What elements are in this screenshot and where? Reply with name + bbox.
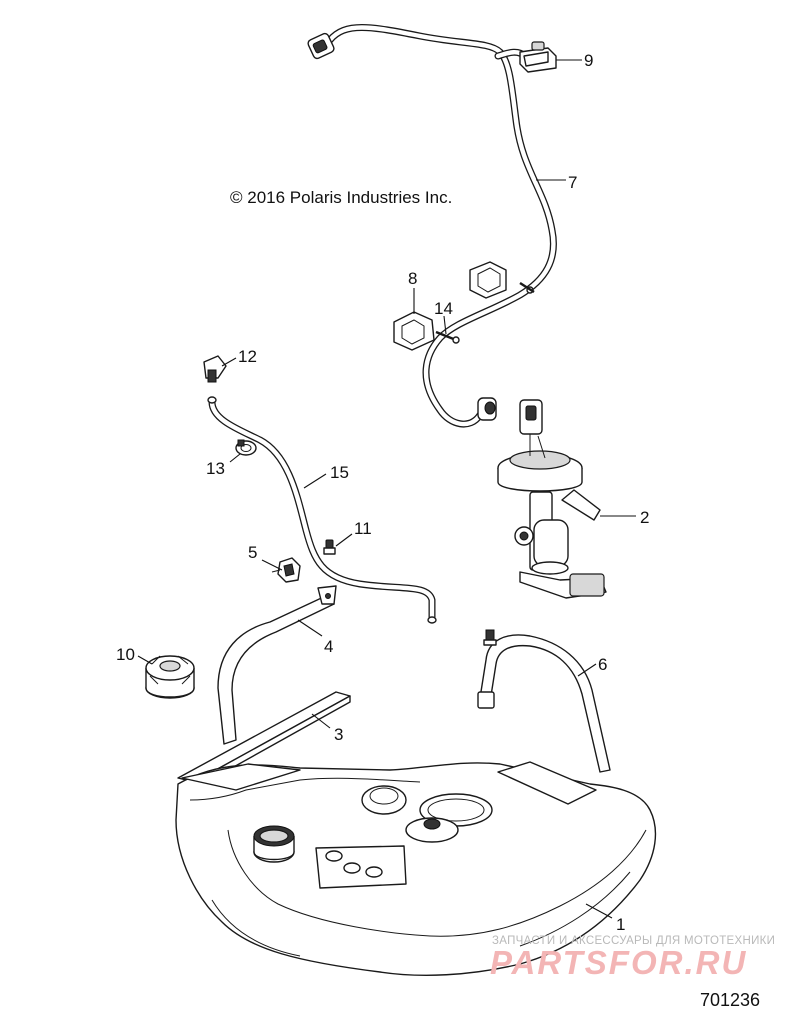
tank-strap-part-6 <box>477 629 611 773</box>
callout-1: 1 <box>585 903 625 934</box>
callout-15: 15 <box>303 463 349 489</box>
callout-label-4: 4 <box>324 637 333 656</box>
fuel-cap-part-10 <box>145 655 195 699</box>
callout-9: 9 <box>556 51 593 70</box>
callout-7: 7 <box>536 173 577 192</box>
watermark-logo: PARTSFOR.RU <box>490 944 748 981</box>
callout-label-10: 10 <box>116 645 135 664</box>
vent-fitting-part-12 <box>203 355 227 383</box>
harness-clip-part-8 <box>393 261 507 351</box>
tank-strap-part-4 <box>217 585 337 745</box>
bolt-part-11 <box>323 539 336 555</box>
connector-part-9 <box>519 41 557 73</box>
callout-6: 6 <box>577 655 607 677</box>
drawing-number: 701236 <box>700 990 761 1010</box>
callout-label-8: 8 <box>408 269 417 288</box>
callout-11: 11 <box>335 519 372 547</box>
callout-label-9: 9 <box>584 51 593 70</box>
fuel-tank-part-1 <box>175 761 657 976</box>
callout-8: 8 <box>408 269 417 314</box>
vent-hose-part-15 <box>207 396 437 624</box>
callout-label-12: 12 <box>238 347 257 366</box>
callout-label-11: 11 <box>354 519 372 538</box>
hose-clamp-part-13 <box>235 439 257 456</box>
callout-2: 2 <box>600 508 649 527</box>
callout-label-14: 14 <box>434 299 453 318</box>
callout-4: 4 <box>297 619 333 656</box>
callout-12: 12 <box>221 347 257 367</box>
fuel-pump-part-2 <box>497 399 607 599</box>
clip-part-5 <box>271 557 301 583</box>
callout-label-13: 13 <box>206 459 225 478</box>
callout-label-6: 6 <box>598 655 607 674</box>
callout-10: 10 <box>116 645 153 665</box>
harness-loop-connector <box>477 397 497 421</box>
cable-tie-part-14 <box>435 281 535 344</box>
callout-label-5: 5 <box>248 543 257 562</box>
copyright-notice: © 2016 Polaris Industries Inc. <box>230 188 453 207</box>
callout-14: 14 <box>434 299 453 335</box>
callout-5: 5 <box>248 543 283 571</box>
callout-label-15: 15 <box>330 463 349 482</box>
callout-label-1: 1 <box>616 915 625 934</box>
callout-label-7: 7 <box>568 173 577 192</box>
callout-label-3: 3 <box>334 725 343 744</box>
wire-harness-part-7 <box>307 24 557 428</box>
harness-end-connector <box>307 32 335 60</box>
callout-label-2: 2 <box>640 508 649 527</box>
watermark-tagline: ЗАПЧАСТИ И АКСЕССУАРЫ ДЛЯ МОТОТЕХНИКИ <box>492 935 776 947</box>
callout-3: 3 <box>311 713 343 744</box>
callout-13: 13 <box>206 453 241 478</box>
